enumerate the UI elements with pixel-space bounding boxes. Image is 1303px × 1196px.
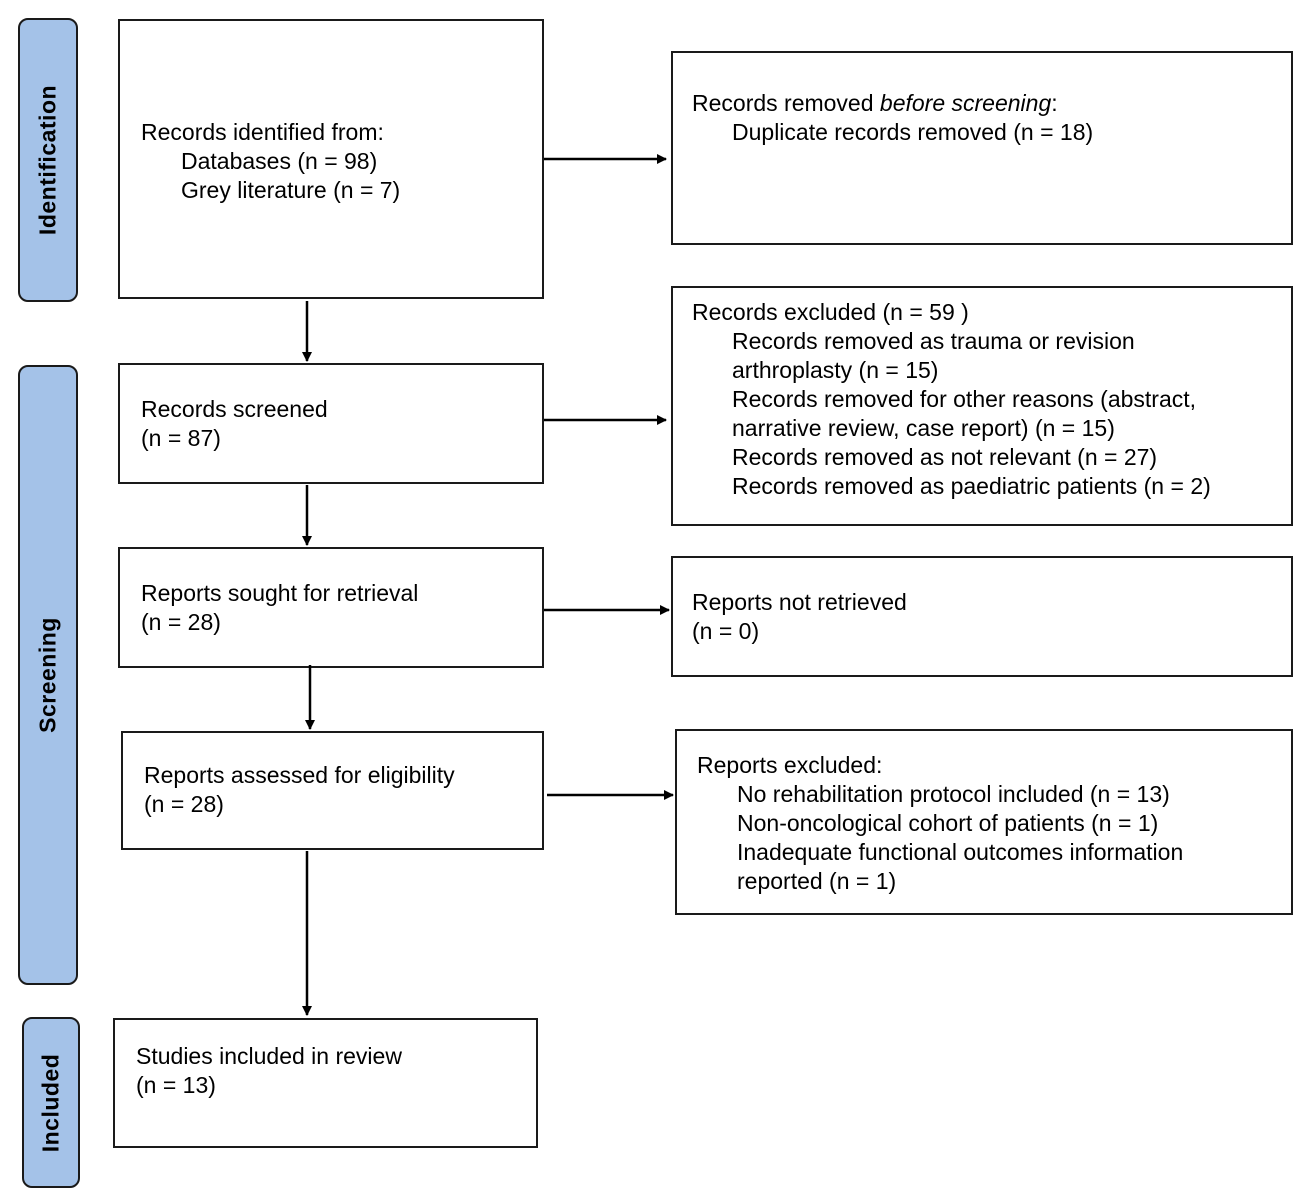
reports-sought-box: Reports sought for retrieval (n = 28): [118, 547, 544, 668]
records-excluded-reason: Records removed for other reasons (abstr…: [732, 386, 1197, 441]
phase-included: Included: [22, 1017, 80, 1188]
reports-assessed-count: (n = 28): [144, 791, 224, 817]
reports-assessed-box: Reports assessed for eligibility (n = 28…: [121, 731, 544, 850]
reports-not-retrieved-label: Reports not retrieved: [692, 589, 907, 615]
studies-included-count: (n = 13): [136, 1072, 216, 1098]
reports-sought-count: (n = 28): [141, 609, 221, 635]
studies-included-label: Studies included in review: [136, 1043, 402, 1069]
reports-excluded-heading: Reports excluded:: [697, 752, 883, 778]
records-removed-before-box: Records removed before screening: Duplic…: [671, 51, 1293, 245]
reports-excluded-reason: Non-oncological cohort of patients (n = …: [737, 810, 1159, 836]
heading-suffix: :: [1051, 90, 1058, 116]
records-screened-label: Records screened: [141, 396, 328, 422]
heading-emphasis: before screening: [879, 90, 1052, 116]
records-excluded-reason: Records removed as not relevant (n = 27): [732, 444, 1158, 470]
records-screened-box: Records screened (n = 87): [118, 363, 544, 484]
records-excluded-reason: Records removed as paediatric patients (…: [732, 473, 1211, 499]
phase-screening: Screening: [18, 365, 78, 985]
records-excluded-box: Records excluded (n = 59 ) Records remov…: [671, 286, 1293, 526]
reports-excluded-box: Reports excluded: No rehabilitation prot…: [675, 729, 1293, 915]
reports-not-retrieved-box: Reports not retrieved (n = 0): [671, 556, 1293, 677]
records-excluded-heading: Records excluded (n = 59 ): [692, 299, 969, 325]
studies-included-box: Studies included in review (n = 13): [113, 1018, 538, 1148]
duplicate-records-removed: Duplicate records removed (n = 18): [732, 119, 1094, 145]
records-screened-count: (n = 87): [141, 425, 221, 451]
reports-sought-label: Reports sought for retrieval: [141, 580, 419, 606]
records-identified-heading: Records identified from:: [141, 119, 384, 145]
reports-excluded-reason: Inadequate functional outcomes informati…: [737, 839, 1184, 894]
records-excluded-reason: Records removed as trauma or revision ar…: [732, 328, 1135, 383]
reports-not-retrieved-count: (n = 0): [692, 618, 760, 644]
records-identified-databases: Databases (n = 98): [181, 148, 378, 174]
records-removed-before-heading: Records removed before screening:: [692, 89, 1291, 118]
records-identified-grey-literature: Grey literature (n = 7): [181, 177, 401, 203]
heading-prefix: Records removed: [692, 90, 880, 116]
reports-assessed-label: Reports assessed for eligibility: [144, 762, 455, 788]
records-identified-box: Records identified from: Databases (n = …: [118, 19, 544, 299]
phase-identification: Identification: [18, 18, 78, 302]
reports-excluded-reason: No rehabilitation protocol included (n =…: [737, 781, 1170, 807]
